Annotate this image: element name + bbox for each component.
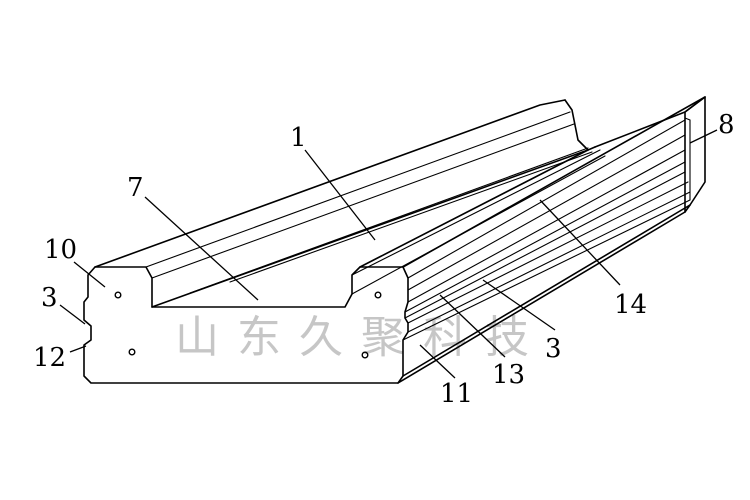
leader-1 [304,149,376,241]
hole-top-left [114,291,122,299]
leader-3a [59,304,86,325]
leader-10 [73,261,106,288]
side-face-line-2 [407,134,686,291]
far-end-inner-line [684,117,691,201]
left-rail-ridge-1 [145,111,571,268]
leader-8 [689,129,718,144]
left-rail-ridge-2 [151,123,575,279]
hole-bottom-right [361,351,369,359]
label-11: 11 [440,379,473,409]
label-10: 10 [44,235,77,265]
side-face-line-6 [407,181,689,324]
leader-12 [69,345,87,353]
leader-14 [539,199,621,286]
right-rail-ridge-1 [351,149,601,276]
leader-7 [144,196,259,301]
side-face-line-3 [407,149,686,303]
right-rail-ridge-2 [351,155,606,295]
label-1: 1 [290,123,307,153]
channel-floor-line-1 [189,147,589,294]
side-face-line-5 [404,171,686,319]
watermark-text: 山东久聚科技 [175,312,547,363]
left-rail-outer-edge [94,99,566,268]
side-face-line-8 [402,199,691,341]
front-end-face [83,266,409,384]
side-face-line-4 [404,161,686,313]
side-face-line-1 [407,119,686,279]
right-rail-inner-edge [359,146,596,268]
left-rail-inner-slope [564,99,589,151]
leader-3b [482,279,556,331]
far-end-face [684,96,706,213]
bottom-far-edge [397,211,686,384]
label-7: 7 [127,173,144,203]
channel-floor-line-2 [229,151,593,283]
label-12: 12 [33,343,66,373]
leader-13 [439,294,506,358]
side-face-bottom-edge [402,204,691,377]
side-face-line-7 [407,191,691,333]
hole-top-right [374,291,382,299]
leader-11 [419,344,456,379]
label-8: 8 [718,110,735,140]
label-3-right: 3 [545,334,562,364]
label-3-left: 3 [41,283,58,313]
label-14: 14 [614,290,647,320]
hole-bottom-left [128,348,136,356]
label-13: 13 [492,360,525,390]
